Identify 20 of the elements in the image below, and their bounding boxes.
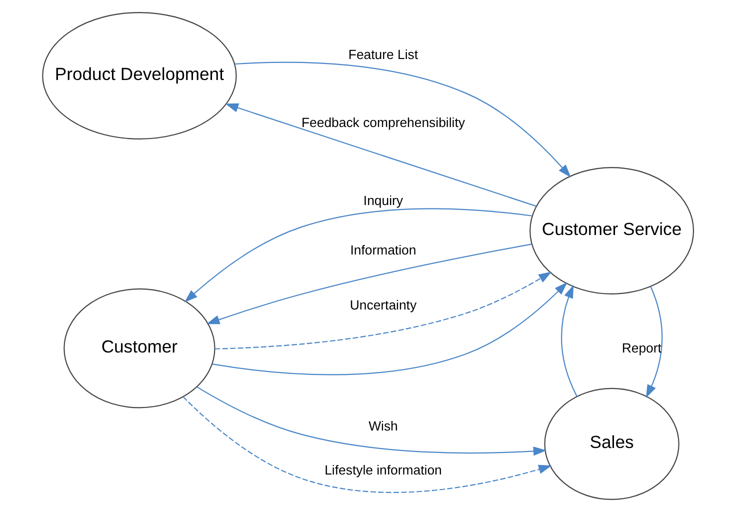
arrow: [212, 282, 567, 376]
arrow: [196, 386, 546, 456]
arrow: [234, 62, 570, 178]
arrow: [206, 244, 532, 324]
edge-label: Lifestyle information: [324, 462, 442, 478]
arrow: [560, 284, 577, 397]
node-ellipse: Product Development: [42, 12, 236, 140]
edge-label: Information: [350, 242, 416, 258]
arrow: [214, 272, 552, 350]
arrow: [184, 208, 532, 302]
node-ellipse: Sales: [544, 388, 679, 500]
edge-label: Feedback comprehensibility: [300, 114, 464, 130]
arrow: [224, 103, 536, 207]
edge-label: Wish: [368, 418, 398, 434]
arrow: [182, 396, 552, 493]
edge-label: Feature List: [348, 46, 418, 62]
edge-label: Uncertainty: [349, 297, 416, 312]
edge-label: Inquiry: [362, 192, 403, 208]
edge-label: Report: [621, 340, 661, 356]
arrow: [645, 286, 662, 398]
